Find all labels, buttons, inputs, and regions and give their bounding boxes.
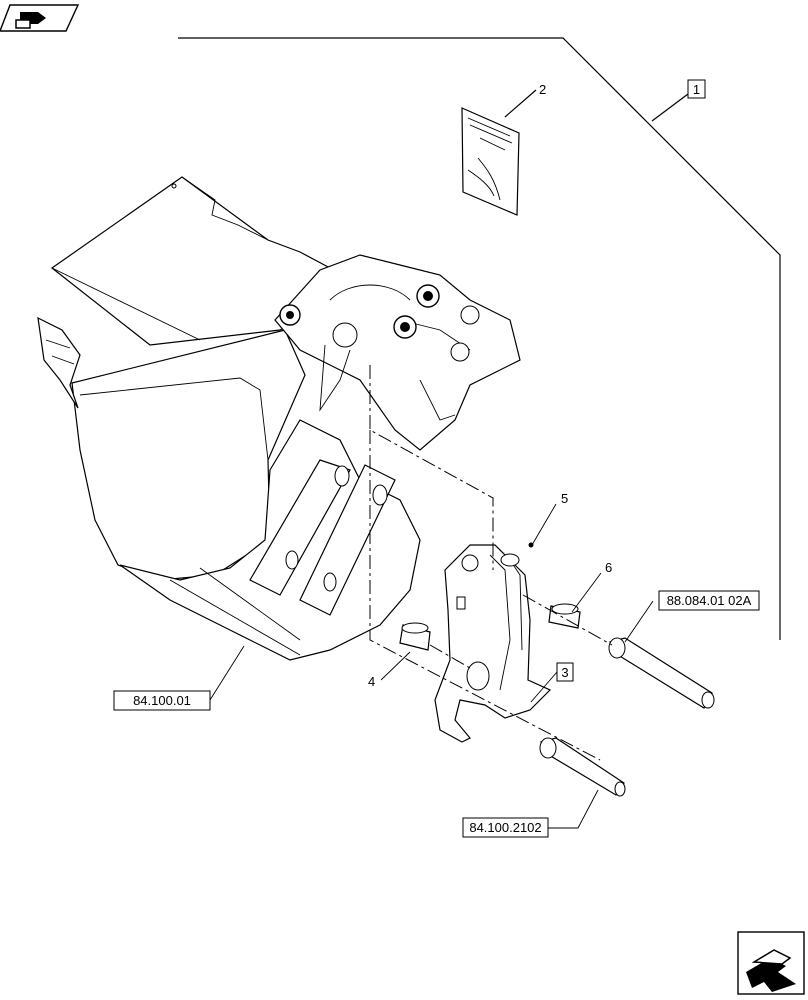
svg-text:6: 6 [605, 560, 612, 575]
next-page-arrow-icon[interactable] [737, 931, 805, 995]
leader-lines [209, 503, 654, 829]
assembly-bracket [178, 37, 781, 640]
callout-ref-pin-lower[interactable]: 84.100.2102 [462, 817, 549, 838]
prev-page-arrow-icon[interactable] [0, 4, 80, 32]
svg-text:3: 3 [561, 665, 568, 680]
callout-5: 5 [561, 491, 568, 506]
callout-2: 2 [539, 82, 546, 97]
link-arm [434, 544, 552, 743]
pin-upper [608, 637, 715, 709]
callout-4: 4 [368, 674, 375, 689]
svg-text:84.100.01: 84.100.01 [133, 693, 191, 708]
callout-ref-pin-upper[interactable]: 88.084.01 02A [658, 590, 760, 611]
callout-6: 6 [605, 560, 612, 575]
svg-text:4: 4 [368, 674, 375, 689]
alignment-lines [369, 365, 613, 761]
svg-text:5: 5 [561, 491, 568, 506]
svg-text:84.100.2102: 84.100.2102 [469, 820, 541, 835]
svg-text:2: 2 [539, 82, 546, 97]
svg-text:88.084.01 02A: 88.084.01 02A [667, 593, 752, 608]
pin-lower [539, 737, 626, 797]
callout-3: 3 [556, 662, 574, 682]
callout-ref-bucket[interactable]: 84.100.01 [113, 690, 211, 711]
manual-booklet [461, 89, 537, 216]
bucket [37, 176, 521, 661]
svg-text:1: 1 [693, 82, 700, 97]
callout-1: 1 [687, 79, 706, 99]
bushing-4 [399, 622, 431, 651]
